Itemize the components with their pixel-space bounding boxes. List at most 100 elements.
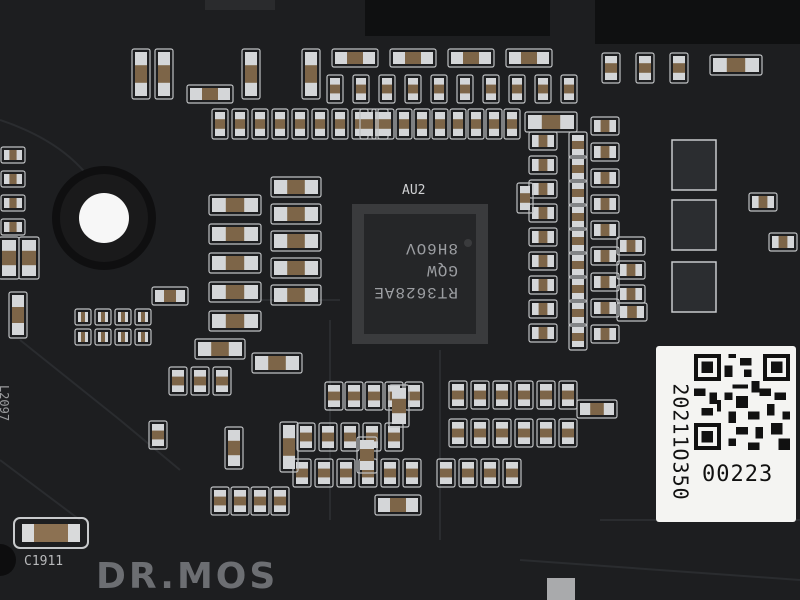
smd-component [528,227,558,247]
smd-component [536,380,556,410]
smd-component [402,458,422,488]
smd-component [470,380,490,410]
bottom-cap-body [34,524,68,542]
smd-component [568,179,588,207]
smd-component [0,218,26,236]
smd-component [389,48,437,68]
smd-component [528,155,558,175]
smd-component [18,236,40,280]
smd-component [250,486,270,516]
smd-component [568,155,588,183]
smd-component [270,176,322,198]
smd-component [413,108,431,140]
smd-component [590,168,620,188]
smd-component [356,436,378,474]
smd-component [590,272,620,292]
smd-component [270,486,290,516]
smd-component [558,380,578,410]
smd-component [270,203,322,225]
smd-component [296,422,316,452]
smd-component [74,308,92,326]
smd-component [480,458,500,488]
smd-component [270,257,322,279]
smd-component [590,116,620,136]
smd-component [241,48,261,100]
smd-component [748,192,778,212]
smd-component [431,108,449,140]
smd-component [560,74,578,104]
smd-component [377,108,395,140]
smd-component [74,328,92,346]
smd-component [331,108,349,140]
top-block [205,0,275,10]
qr-code-icon [694,354,790,450]
smd-component [669,52,689,84]
smd-component [590,220,620,240]
smd-component [601,52,621,84]
smd-component [768,232,798,252]
smd-component [528,299,558,319]
smd-component [590,194,620,214]
smd-component [524,111,578,133]
smd-component [210,486,230,516]
smd-component [190,366,210,396]
smd-component [279,421,299,473]
smd-component [503,108,521,140]
smd-component [114,328,132,346]
smd-component [447,48,495,68]
smd-component [492,380,512,410]
brand-silkscreen: DR.MOS [96,556,279,597]
smd-component [482,74,500,104]
smd-component [251,108,269,140]
smd-component [292,458,312,488]
smd-component [344,381,364,411]
smd-component [395,108,413,140]
smd-component [485,108,503,140]
smd-component [568,203,588,231]
edge-component [0,544,16,576]
smd-component [208,310,262,332]
mosfet-column [671,139,717,313]
smd-component [208,223,262,245]
smd-component [326,74,344,104]
smd-component [380,458,400,488]
smd-component [131,48,151,100]
smd-component [616,236,646,256]
smd-components [0,48,798,516]
smd-component [271,108,289,140]
smd-component [568,251,588,279]
smd-component [492,418,512,448]
smd-component [318,422,338,452]
smd-component [208,252,262,274]
smd-component [616,284,646,304]
smd-component [709,54,763,76]
smd-component [590,246,620,266]
smd-component [448,380,468,410]
smd-component [534,74,552,104]
smd-component [635,52,655,84]
smd-component [0,146,26,164]
ic-body [364,214,476,334]
smd-component [359,108,377,140]
smd-component [528,323,558,343]
smd-component [528,131,558,151]
bottom-cap-outline [13,517,89,549]
smd-component [291,108,309,140]
left-edge-label: L2097 [0,384,12,422]
smd-component [568,275,588,303]
smd-component [568,323,588,351]
smd-component [230,486,250,516]
smd-component [576,399,618,419]
smd-component [404,74,422,104]
ic-pin1-dot [464,239,472,247]
smd-component [404,381,424,411]
smd-component [364,381,384,411]
smd-component [148,420,168,450]
smd-component [208,194,262,216]
smd-component [448,418,468,448]
smd-component [528,251,558,271]
smd-component [324,381,344,411]
smd-component [536,418,556,448]
